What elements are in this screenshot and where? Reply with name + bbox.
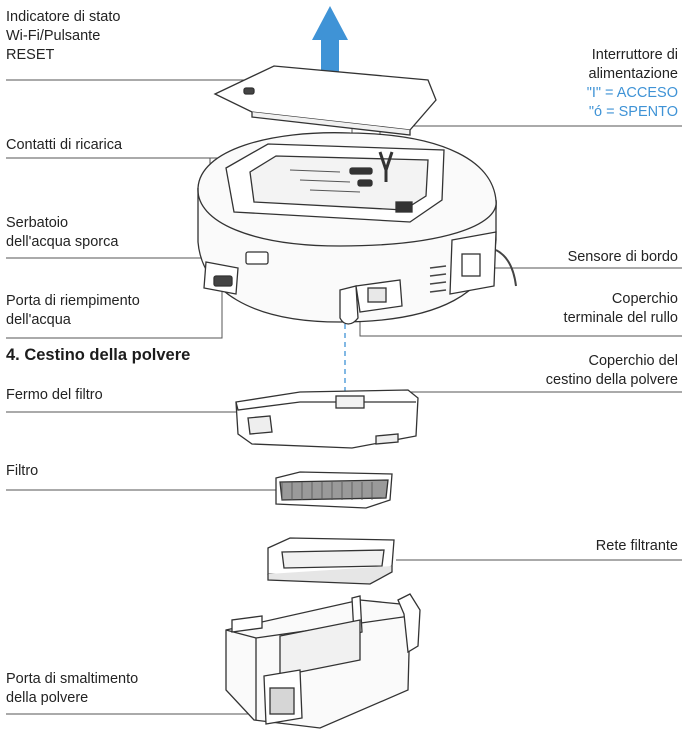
label-dirty-water-tank: Serbatoio dell'acqua sporca bbox=[6, 214, 118, 252]
label-power-off: "ó = SPENTO bbox=[588, 104, 678, 120]
label-filter: Filtro bbox=[6, 463, 39, 479]
label-filter-latch: Fermo del filtro bbox=[6, 387, 103, 403]
label-line: Coperchio bbox=[611, 291, 678, 307]
leader-fill-port bbox=[6, 290, 223, 339]
dust-bin bbox=[225, 593, 421, 729]
section-title: 4. Cestino della polvere bbox=[6, 346, 191, 364]
label-line: Interruttore di bbox=[591, 47, 678, 63]
label-line: Wi-Fi/Pulsante bbox=[6, 28, 101, 44]
label-power-on: "I" = ACCESO bbox=[586, 85, 678, 101]
label-status-indicator: Indicatore di stato Wi-Fi/Pulsante RESET bbox=[6, 8, 120, 65]
robot-body bbox=[197, 132, 517, 325]
top-cover bbox=[213, 65, 437, 136]
filter-mesh-part bbox=[267, 537, 395, 585]
label-line: Coperchio del bbox=[588, 353, 678, 369]
label-line: cestino della polvere bbox=[545, 372, 678, 388]
label-roller-end-cover: Coperchio terminale del rullo bbox=[564, 290, 678, 328]
label-line: Indicatore di stato bbox=[6, 9, 121, 25]
label-line: Porta di riempimento bbox=[6, 293, 140, 309]
label-line: Porta di smaltimento bbox=[6, 671, 139, 687]
label-line: RESET bbox=[6, 47, 55, 63]
filter-part bbox=[275, 471, 393, 509]
label-line: dell'acqua bbox=[6, 312, 71, 328]
label-dust-disposal-port: Porta di smaltimento della polvere bbox=[6, 670, 138, 708]
label-charging-contacts: Contatti di ricarica bbox=[6, 137, 123, 153]
label-line: terminale del rullo bbox=[563, 310, 678, 326]
label-water-fill-port: Porta di riempimento dell'acqua bbox=[6, 292, 140, 330]
leader-roller bbox=[359, 318, 682, 337]
label-edge-sensor: Sensore di bordo bbox=[567, 249, 678, 265]
label-power-switch: Interruttore di alimentazione "I" = ACCE… bbox=[587, 46, 678, 122]
label-line: Serbatoio bbox=[6, 215, 69, 231]
label-line: alimentazione bbox=[588, 66, 678, 82]
label-line: dell'acqua sporca bbox=[6, 234, 119, 250]
dust-bin-cover bbox=[235, 389, 419, 449]
label-dust-bin-cover: Coperchio del cestino della polvere bbox=[546, 352, 678, 390]
label-filter-mesh: Rete filtrante bbox=[595, 538, 678, 554]
label-line: della polvere bbox=[6, 690, 89, 706]
